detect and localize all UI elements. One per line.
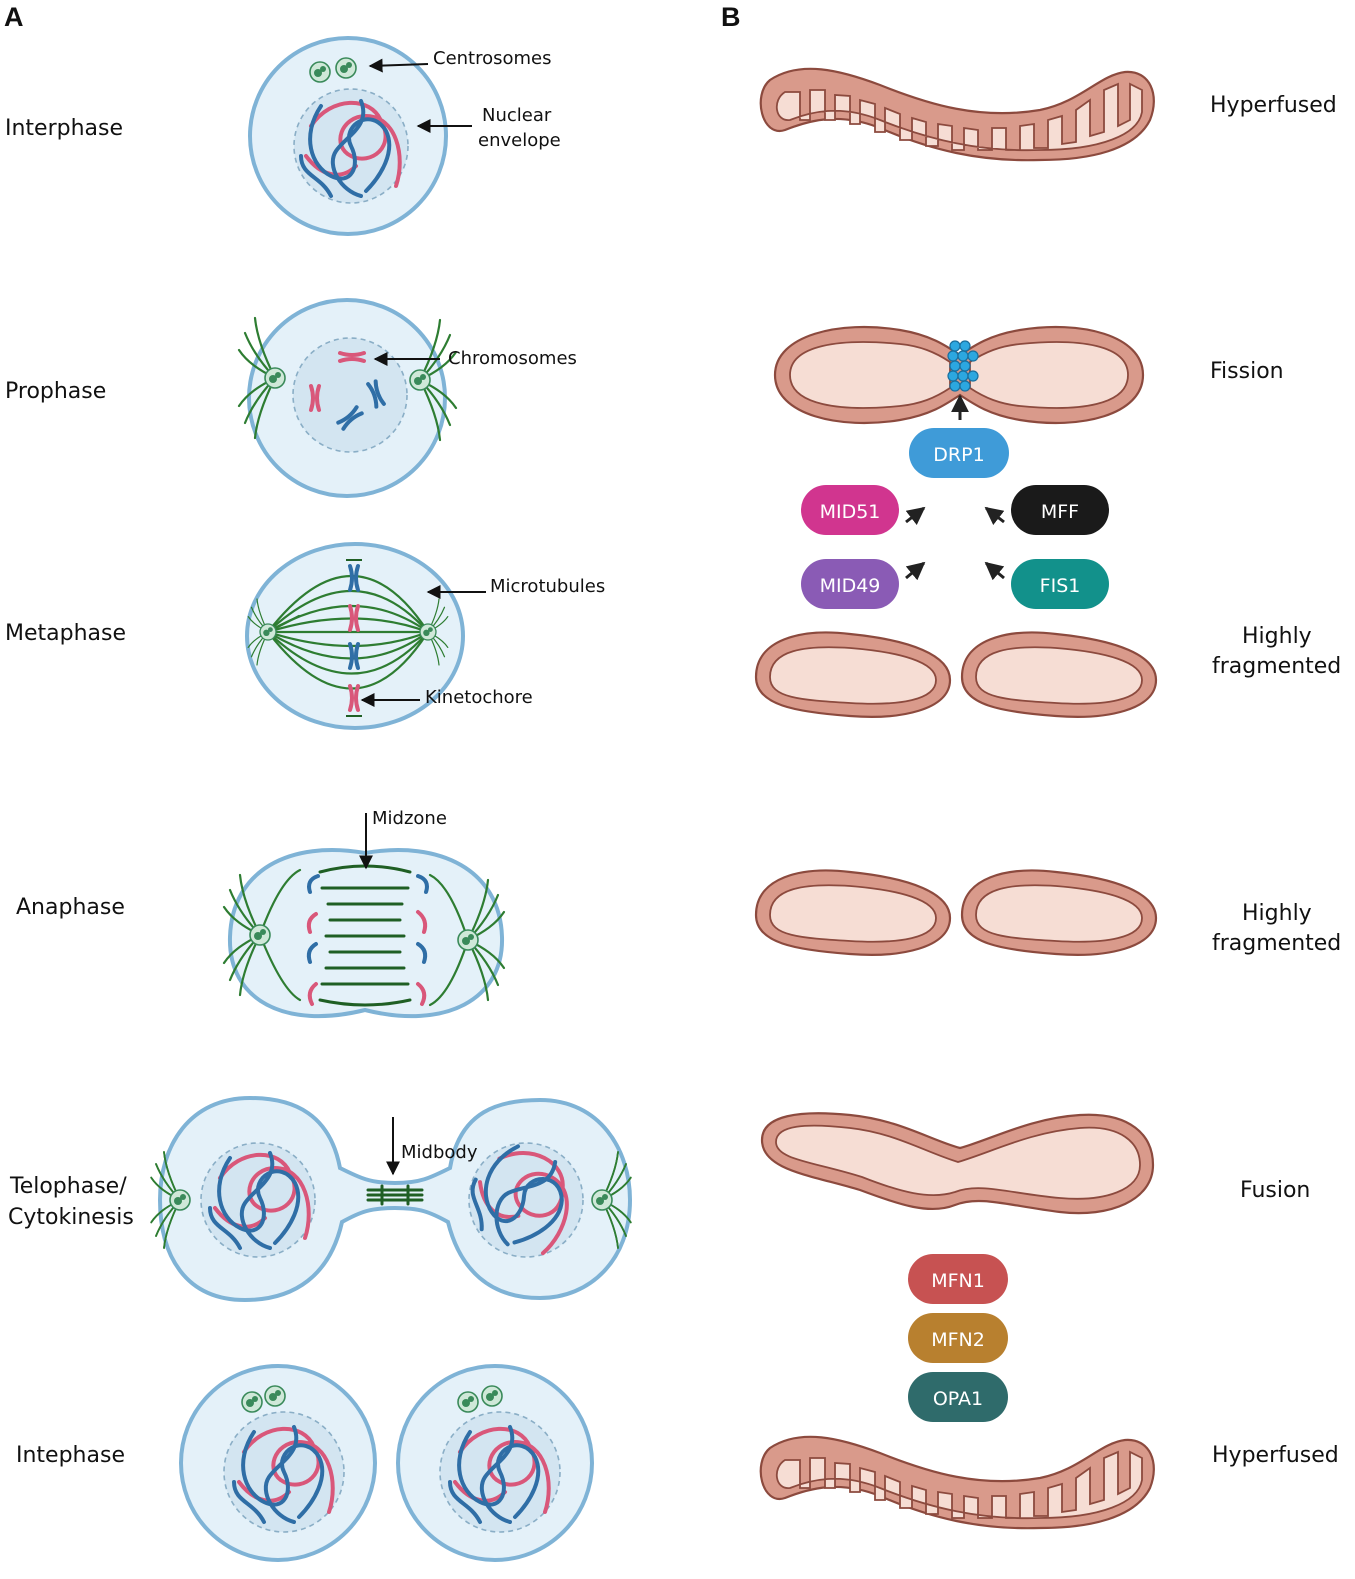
- state-fission: Fission: [1210, 359, 1284, 384]
- interphase-cell: [248, 36, 448, 236]
- protein-fis1: FIS1: [1011, 559, 1109, 609]
- callout-kinetochore: Kinetochore: [425, 687, 533, 708]
- mitochondrion-hyperfused-bottom: [759, 1435, 1155, 1530]
- panel-label-b: B: [721, 2, 741, 32]
- mid49-arrow: [905, 561, 926, 581]
- protein-drp1: DRP1: [909, 428, 1009, 478]
- state-fragmented-1-line2: fragmented: [1212, 654, 1341, 679]
- mitochondrion-fusion: [760, 1112, 1155, 1215]
- protein-mff: MFF: [1011, 485, 1109, 535]
- mff-arrow: [984, 506, 1005, 526]
- mitochondrion-fission: [773, 325, 1145, 425]
- callout-microtubules: Microtubules: [490, 576, 605, 597]
- protein-mfn1: MFN1: [908, 1254, 1008, 1304]
- callout-midbody: Midbody: [401, 1142, 478, 1163]
- centrosome-icon: [481, 1385, 503, 1407]
- anaphase-cell: [222, 848, 506, 1019]
- daughter-cell-left: [179, 1364, 377, 1562]
- svg-text:DRP1: DRP1: [933, 444, 984, 466]
- state-hyperfused-bottom: Hyperfused: [1212, 1443, 1339, 1468]
- centrosome-icon: [309, 61, 331, 83]
- svg-text:FIS1: FIS1: [1040, 575, 1081, 597]
- state-hyperfused-top: Hyperfused: [1210, 93, 1337, 118]
- stage-interphase: Interphase: [5, 116, 123, 141]
- stage-prophase: Prophase: [5, 379, 106, 404]
- panel-label-a: A: [4, 2, 24, 32]
- centrosomes-arrow: [368, 58, 429, 73]
- protein-mid49: MID49: [801, 559, 899, 609]
- centrosome-icon: [241, 1391, 263, 1413]
- svg-text:MFN1: MFN1: [931, 1270, 985, 1292]
- stage-intephase: Intephase: [16, 1443, 125, 1468]
- metaphase-cell: [245, 542, 465, 730]
- state-fragmented-2-line1: Highly: [1242, 901, 1312, 926]
- svg-text:OPA1: OPA1: [933, 1388, 983, 1410]
- telophase-cell: [150, 1095, 633, 1303]
- stage-metaphase: Metaphase: [5, 621, 126, 646]
- centrosome-icon: [264, 1385, 286, 1407]
- stage-telophase-line1: Telophase/: [9, 1174, 127, 1199]
- protein-opa1: OPA1: [908, 1372, 1008, 1422]
- prophase-cell: [237, 298, 458, 498]
- svg-text:MFF: MFF: [1041, 501, 1079, 523]
- state-fragmented-2-line2: fragmented: [1212, 931, 1341, 956]
- callout-nuclear-line1: Nuclear: [482, 105, 552, 126]
- mid51-arrow: [905, 506, 926, 526]
- svg-text:MFN2: MFN2: [931, 1329, 985, 1351]
- centrosome-icon: [457, 1391, 479, 1413]
- centrosome-icon: [335, 57, 357, 79]
- callout-centrosomes: Centrosomes: [433, 48, 552, 69]
- mitochondria-fragmented-1: [754, 631, 1158, 718]
- callout-midzone: Midzone: [372, 808, 447, 829]
- stage-anaphase: Anaphase: [16, 895, 125, 920]
- state-fragmented-1-line1: Highly: [1242, 624, 1312, 649]
- daughter-cell-right: [396, 1364, 594, 1562]
- protein-mid51: MID51: [801, 485, 899, 535]
- stage-telophase-line2: Cytokinesis: [8, 1205, 134, 1230]
- state-fusion: Fusion: [1240, 1178, 1310, 1203]
- protein-mfn2: MFN2: [908, 1313, 1008, 1363]
- svg-text:MID51: MID51: [820, 501, 881, 523]
- svg-text:MID49: MID49: [820, 575, 881, 597]
- callout-chromosomes: Chromosomes: [448, 348, 577, 369]
- fis1-arrow: [984, 561, 1005, 581]
- callout-nuclear-line2: envelope: [478, 130, 561, 151]
- mitochondrion-hyperfused-top: [759, 67, 1155, 162]
- mitochondria-fragmented-2: [754, 869, 1158, 956]
